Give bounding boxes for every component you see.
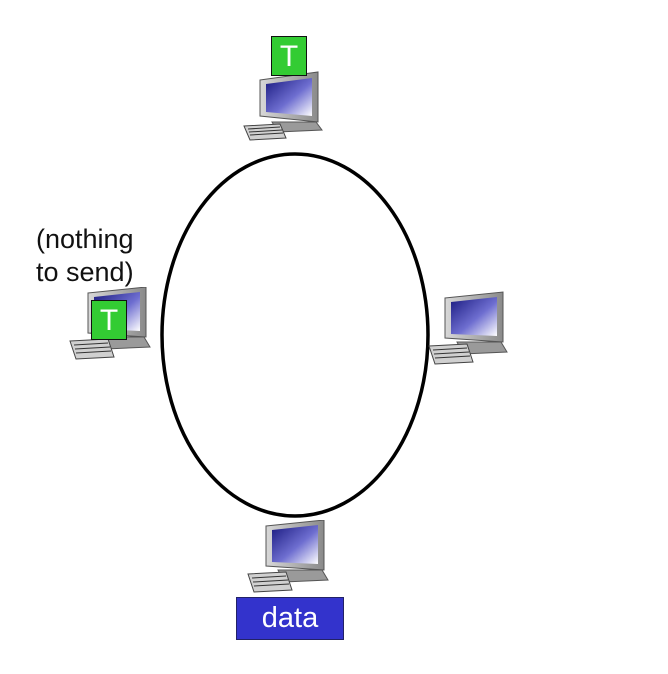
desktop-computer-icon bbox=[240, 66, 324, 146]
token-badge-top: T bbox=[271, 36, 307, 76]
desktop-computer-icon bbox=[246, 520, 330, 600]
note-line-1: (nothing bbox=[36, 224, 134, 254]
token-badge-left: T bbox=[91, 300, 127, 340]
ring-network bbox=[160, 152, 430, 518]
data-packet: data bbox=[236, 597, 344, 640]
nothing-to-send-note: (nothing to send) bbox=[36, 223, 156, 289]
desktop-computer-icon bbox=[427, 290, 511, 370]
note-line-2: to send) bbox=[36, 257, 134, 287]
